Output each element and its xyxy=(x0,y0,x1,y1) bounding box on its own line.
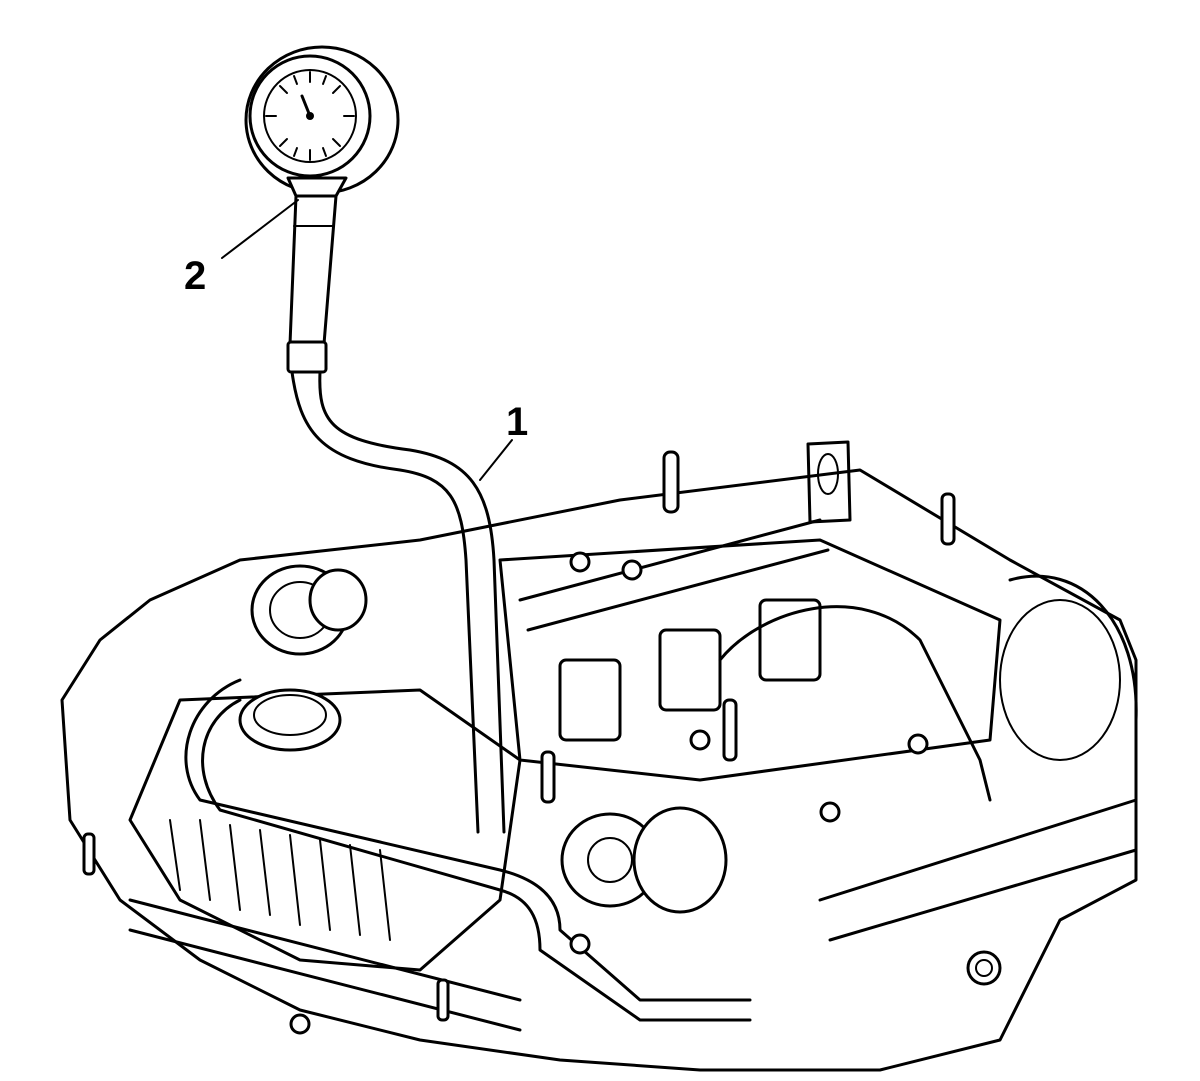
callout-1-label: 1 xyxy=(506,400,529,444)
pressure-gauge-hose xyxy=(290,370,506,834)
engine-assembly xyxy=(60,440,1138,1072)
callout-2-leader xyxy=(221,199,299,259)
callout-1-leader xyxy=(479,439,513,481)
compression-gauge xyxy=(244,45,400,374)
callout-2-label: 2 xyxy=(184,254,207,298)
manifold-ribs xyxy=(169,819,391,941)
gauge-dial-ticks xyxy=(265,71,355,161)
